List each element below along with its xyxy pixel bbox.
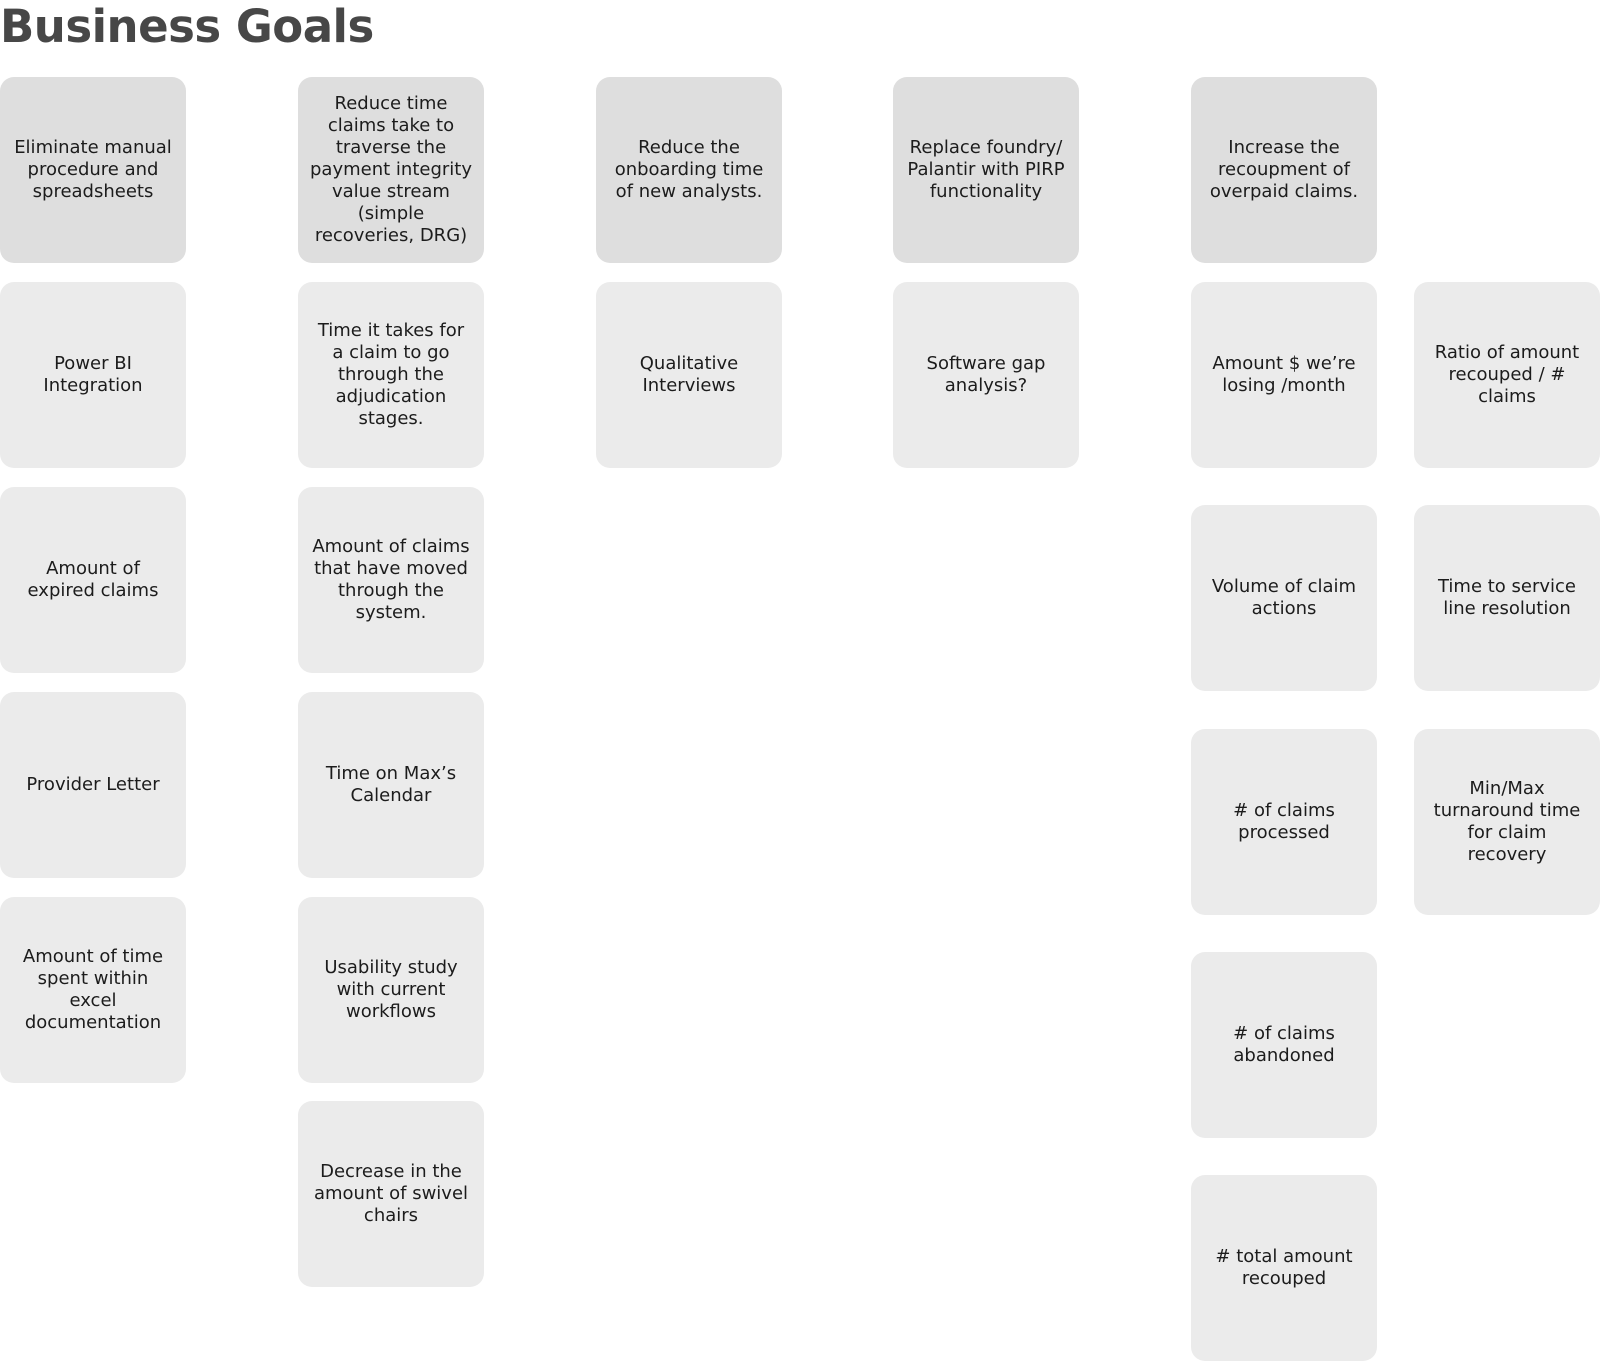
metric-card-text: Power BI Integration <box>43 353 143 396</box>
metric-card-text: Time on Max’s Calendar <box>325 763 457 806</box>
metric-card-turnaround-time: Min/Max turnaround time for claim recove… <box>1414 729 1600 915</box>
metric-card-provider-letter: Provider Letter <box>0 692 186 878</box>
metric-card-power-bi-integration: Power BI Integration <box>0 282 186 468</box>
page-title: Business Goals <box>0 0 374 53</box>
goal-card-text: Eliminate manual procedure and spreadshe… <box>14 137 172 202</box>
metric-card-text: Usability study with current workflows <box>324 957 458 1022</box>
metric-card-qualitative-interviews: Qualitative Interviews <box>596 282 782 468</box>
metric-card-swivel-chairs: Decrease in the amount of swivel chairs <box>298 1101 484 1287</box>
goal-card-text: Reduce time claims take to traverse the … <box>310 93 472 246</box>
goal-card-increase-recoupment: Increase the recoupment of overpaid clai… <box>1191 77 1377 263</box>
metric-card-max-calendar: Time on Max’s Calendar <box>298 692 484 878</box>
metric-card-text: Time to service line resolution <box>1437 576 1577 619</box>
metric-card-adjudication-time: Time it takes for a claim to go through … <box>298 282 484 468</box>
metric-card-text: Ratio of amount recouped / # claims <box>1434 342 1580 407</box>
metric-card-claims-abandoned: # of claims abandoned <box>1191 952 1377 1138</box>
metric-card-text: # total amount recouped <box>1215 1246 1353 1289</box>
goal-card-replace-foundry: Replace foundry/ Palantir with PIRP func… <box>893 77 1079 263</box>
metric-card-text: Time it takes for a claim to go through … <box>317 320 465 429</box>
metric-card-service-line-resolution: Time to service line resolution <box>1414 505 1600 691</box>
goal-card-text: Increase the recoupment of overpaid clai… <box>1209 137 1359 202</box>
metric-card-claims-moved: Amount of claims that have moved through… <box>298 487 484 673</box>
metric-card-text: # of claims abandoned <box>1233 1023 1335 1066</box>
metric-card-text: Software gap analysis? <box>926 353 1046 396</box>
metric-card-ratio-recouped-claims: Ratio of amount recouped / # claims <box>1414 282 1600 468</box>
metric-card-text: # of claims processed <box>1233 800 1335 843</box>
goal-card-text: Reduce the onboarding time of new analys… <box>614 137 764 202</box>
metric-card-volume-claim-actions: Volume of claim actions <box>1191 505 1377 691</box>
metric-card-text: Volume of claim actions <box>1211 576 1357 619</box>
metric-card-time-in-excel: Amount of time spent within excel docume… <box>0 897 186 1083</box>
metric-card-text: Provider Letter <box>26 774 160 795</box>
goal-card-reduce-claim-traverse-time: Reduce time claims take to traverse the … <box>298 77 484 263</box>
metric-card-text: Qualitative Interviews <box>639 353 739 396</box>
goal-card-eliminate-manual-procedure: Eliminate manual procedure and spreadshe… <box>0 77 186 263</box>
metric-card-text: Min/Max turnaround time for claim recove… <box>1433 778 1581 865</box>
metric-card-amount-losing-per-month: Amount $ we’re losing /month <box>1191 282 1377 468</box>
goal-card-text: Replace foundry/ Palantir with PIRP func… <box>907 137 1065 202</box>
goal-card-reduce-onboarding-time: Reduce the onboarding time of new analys… <box>596 77 782 263</box>
metric-card-expired-claims: Amount of expired claims <box>0 487 186 673</box>
metric-card-software-gap-analysis: Software gap analysis? <box>893 282 1079 468</box>
metric-card-text: Amount of time spent within excel docume… <box>22 946 164 1033</box>
metric-card-text: Amount of expired claims <box>27 558 159 601</box>
metric-card-usability-study: Usability study with current workflows <box>298 897 484 1083</box>
metric-card-text: Decrease in the amount of swivel chairs <box>313 1161 469 1226</box>
metric-card-total-amount-recouped: # total amount recouped <box>1191 1175 1377 1361</box>
metric-card-text: Amount of claims that have moved through… <box>312 536 470 623</box>
metric-card-claims-processed: # of claims processed <box>1191 729 1377 915</box>
metric-card-text: Amount $ we’re losing /month <box>1212 353 1356 396</box>
